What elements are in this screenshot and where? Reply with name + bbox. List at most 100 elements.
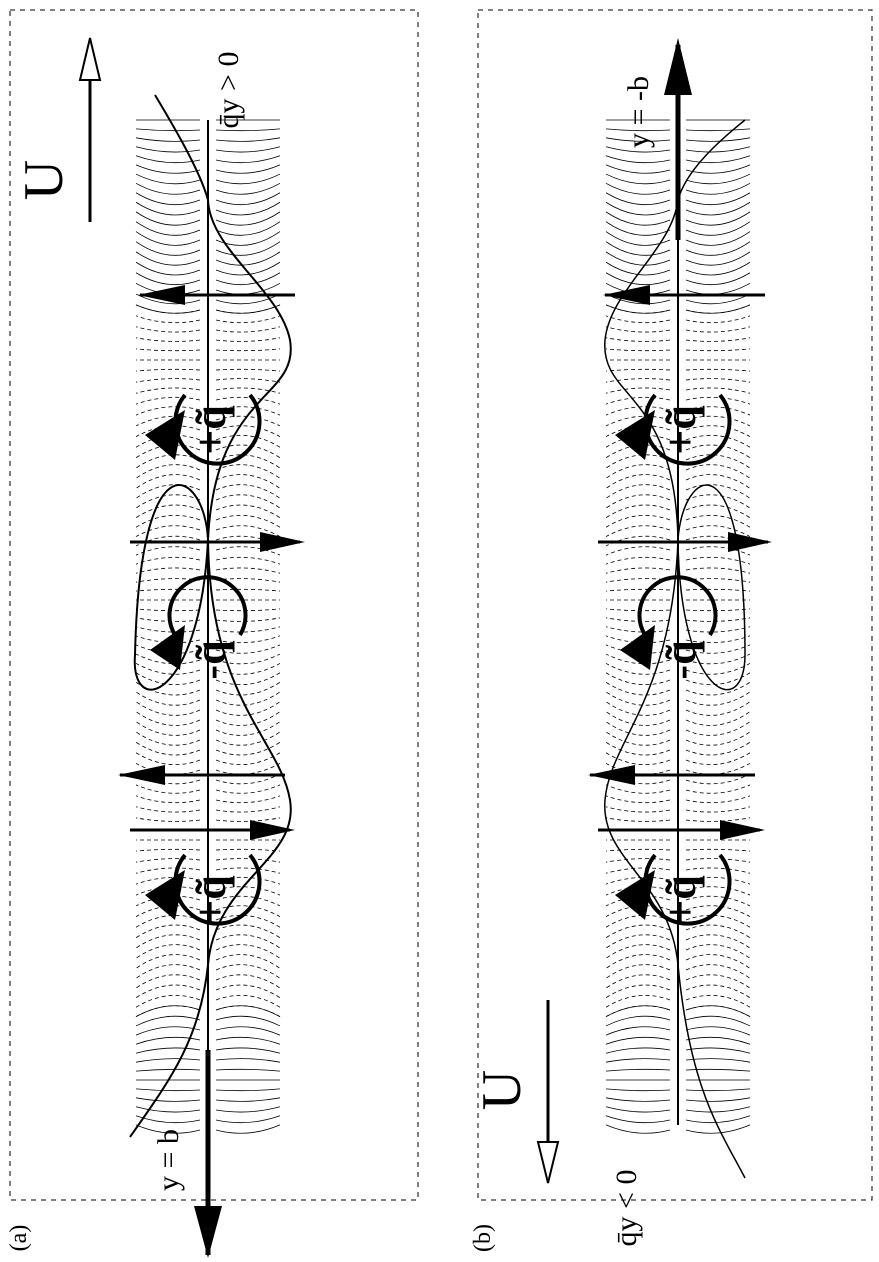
streamline: [685, 348, 751, 352]
streamline: [135, 525, 201, 538]
streamline: [605, 588, 671, 592]
streamline: [605, 653, 671, 665]
streamline: [685, 146, 751, 153]
streamline: [215, 128, 281, 132]
streamline: [685, 701, 751, 716]
streamline: [215, 315, 281, 324]
streamline: [215, 895, 281, 907]
streamline: [605, 378, 671, 383]
streamline: [215, 546, 281, 556]
streamline: [215, 1115, 281, 1124]
streamline: [215, 653, 281, 665]
streamline: [215, 681, 281, 696]
streamline: [135, 1047, 201, 1054]
streamline: [215, 1088, 281, 1092]
streamline: [605, 146, 671, 153]
streamline: [215, 556, 281, 565]
streamline: [215, 192, 281, 205]
streamline: [135, 155, 201, 164]
streamline: [135, 1015, 201, 1027]
streamline: [605, 406, 671, 416]
streamline: [135, 691, 201, 706]
streamline: [215, 1036, 281, 1045]
streamline: [685, 504, 751, 519]
streamline: [685, 731, 751, 746]
streamline: [685, 1115, 751, 1124]
streamline: [605, 662, 671, 675]
streamline: [685, 1106, 751, 1113]
streamline: [135, 378, 201, 383]
streamline: [135, 752, 201, 765]
streamline: [685, 934, 751, 949]
streamline: [685, 867, 751, 874]
streamline: [135, 731, 201, 746]
streamline: [215, 494, 281, 509]
streamline: [215, 1106, 281, 1113]
streamline: [215, 924, 281, 939]
streamline: [135, 261, 201, 276]
streamline: [215, 251, 281, 266]
streamline: [605, 1026, 671, 1036]
streamline: [215, 326, 281, 333]
streamline: [605, 155, 671, 164]
streamline: [685, 784, 751, 794]
streamline: [605, 817, 671, 822]
streamline: [605, 201, 671, 216]
streamline: [135, 795, 201, 804]
streamline: [685, 272, 751, 285]
streamline: [215, 221, 281, 236]
panel-a-flux-label: q̄y > 0: [212, 52, 245, 129]
streamline: [685, 681, 751, 696]
streamline: [215, 201, 281, 216]
streamline: [685, 556, 751, 565]
streamline: [605, 454, 671, 469]
streamline: [685, 546, 751, 556]
streamline: [135, 1068, 201, 1072]
streamline: [685, 251, 751, 266]
panel-a: +q̃ -q̃ +q̃ U q̄y > 0 y = b (a): [6, 9, 419, 1258]
panel-a-mean-flow-arrow: [78, 37, 102, 222]
streamline: [215, 567, 281, 574]
streamline: [605, 241, 671, 256]
streamline: [135, 653, 201, 665]
streamline: [605, 1005, 671, 1018]
streamline: [135, 201, 201, 216]
streamline: [215, 231, 281, 246]
streamline: [605, 182, 671, 195]
streamline: [685, 578, 751, 583]
streamline: [215, 876, 281, 885]
streamline: [605, 396, 671, 405]
panel-a-velocity-arrows: [118, 285, 305, 840]
streamline: [685, 1026, 751, 1036]
streamline: [215, 241, 281, 256]
panel-b-velocity-arrows: [588, 285, 772, 840]
streamline: [685, 1047, 751, 1054]
streamline: [135, 1058, 201, 1063]
streamline: [605, 974, 671, 989]
streamline: [215, 378, 281, 383]
streamline: [605, 231, 671, 246]
panel-a-boundary-arrowhead: [194, 1206, 222, 1258]
streamline: [215, 155, 281, 164]
streamline: [215, 635, 281, 644]
streamline: [605, 348, 671, 352]
streamline: [685, 128, 751, 132]
streamline: [685, 876, 751, 885]
streamline: [135, 1106, 201, 1113]
streamline: [215, 608, 281, 612]
streamline: [135, 626, 201, 633]
streamline: [605, 337, 671, 342]
streamline: [605, 164, 671, 174]
streamline: [215, 588, 281, 592]
streamline: [605, 556, 671, 565]
streamline: [135, 251, 201, 266]
streamline: [215, 272, 281, 285]
streamline: [215, 293, 281, 305]
streamline: [215, 525, 281, 538]
streamline: [605, 608, 671, 612]
streamline: [215, 211, 281, 226]
streamline: [135, 1005, 201, 1018]
streamline: [685, 895, 751, 907]
streamline: [215, 425, 281, 438]
streamline: [135, 484, 201, 499]
